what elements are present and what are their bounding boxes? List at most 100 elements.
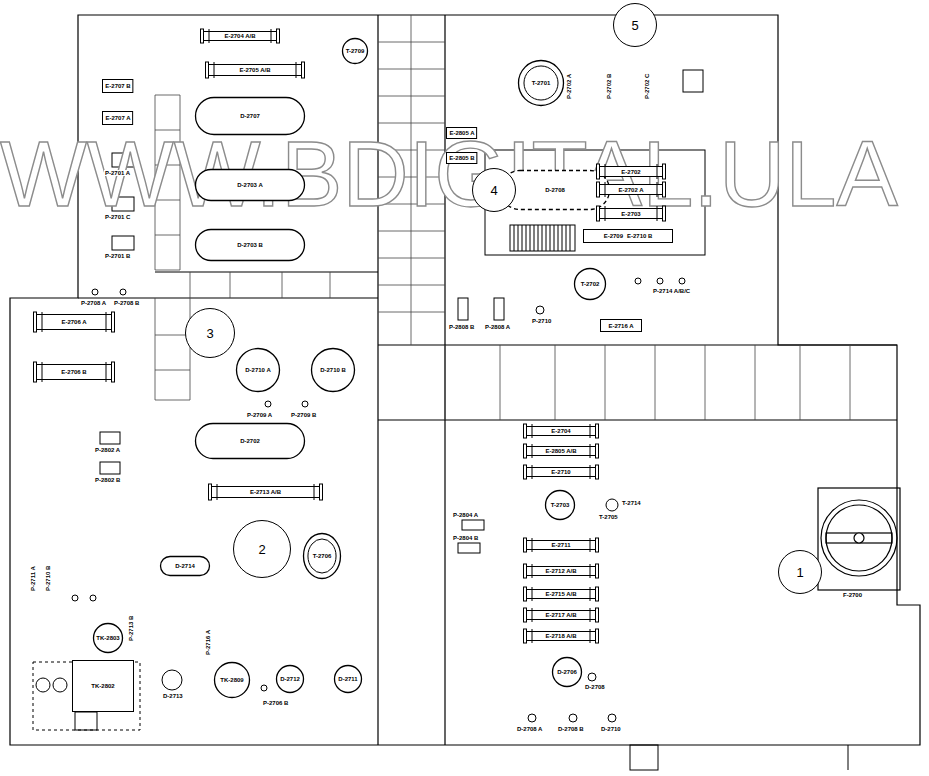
equipment-label: D-2710	[600, 726, 622, 732]
equipment-outline	[590, 629, 591, 643]
equipment-outline	[532, 564, 533, 578]
equipment-outline	[209, 484, 323, 500]
equipment-outline	[34, 362, 115, 382]
equipment-tag: E-2717 A/B	[523, 610, 599, 620]
equipment-item: E-2716 A	[600, 319, 642, 332]
equipment-tag: E-2706 A	[61, 319, 86, 325]
reactor-symbol	[826, 505, 892, 571]
equipment-tag: E-2706 B	[33, 364, 115, 380]
equipment-outline	[532, 608, 533, 622]
equipment-label: P-2709 B	[290, 412, 317, 418]
equipment-outline	[546, 491, 575, 520]
pump-symbol	[265, 401, 271, 407]
equipment-outline	[335, 666, 362, 693]
equipment-tag: E-2704 A/B	[200, 31, 280, 41]
equipment-outline	[320, 484, 323, 500]
equipment-outline	[447, 153, 477, 164]
equipment-item: D-2712	[276, 665, 304, 693]
equipment-outline	[526, 611, 596, 620]
equipment-outline	[524, 465, 527, 479]
equipment-tag: E-2718 A/B	[523, 631, 599, 641]
equipment-label: P-2804 B	[452, 535, 479, 541]
equipment-label: P-2802 B	[94, 477, 121, 483]
equipment-outline	[596, 538, 599, 552]
equipment-outline	[596, 608, 599, 622]
equipment-item: D-2711	[334, 665, 362, 693]
equipment-outline	[103, 112, 133, 125]
floor-grid	[155, 298, 190, 400]
equipment-item: E-2703	[596, 208, 666, 219]
equipment-outline	[312, 349, 355, 392]
equipment-tag: D-2707	[195, 97, 305, 135]
pump-symbol	[162, 670, 182, 690]
equipment-item: E-2705 A/B	[205, 64, 305, 76]
callout-number: 5	[631, 19, 638, 32]
equipment-label: P-2716 A	[205, 629, 211, 656]
equipment-label: F-2700	[842, 592, 863, 598]
equipment-tag: E-2710	[523, 467, 599, 477]
equipment-outline	[597, 164, 600, 179]
equipment-outline	[524, 608, 527, 622]
equipment-outline	[42, 362, 43, 382]
equipment-outline	[532, 629, 533, 643]
equipment-tag: 1	[778, 550, 822, 594]
equipment-outline	[663, 206, 666, 221]
equipment-item: E-2704	[523, 426, 599, 436]
equipment-outline	[532, 424, 533, 438]
pump-symbol	[100, 432, 120, 444]
equipment-tag: T-2702	[574, 268, 606, 300]
equipment-item: E-2710	[523, 467, 599, 477]
equipment-tag: E-2717 A/B	[545, 612, 576, 618]
equipment-item: T-2703	[545, 490, 575, 520]
equipment-tag: T-2706	[303, 533, 341, 579]
equipment-tag: E-2702	[621, 169, 640, 175]
equipment-label: P-2714 A/B/C	[652, 288, 691, 294]
equipment-tag: T-2709	[346, 48, 365, 54]
equipment-tag: E-2704 A/B	[224, 33, 255, 39]
equipment-item: D-2708	[500, 170, 610, 210]
equipment-outline	[73, 661, 134, 712]
equipment-tag: E-2705 A/B	[239, 67, 270, 73]
equipment-item: D-2710 B	[311, 348, 355, 392]
equipment-outline	[553, 658, 582, 687]
equipment-label: P-2710 B	[45, 565, 51, 592]
equipment-item: D-2707	[195, 97, 305, 135]
pump-symbol	[494, 298, 504, 320]
equipment-outline	[302, 62, 305, 78]
equipment-item: D-2703 B	[195, 229, 305, 261]
equipment-tag: D-2710 B	[320, 367, 346, 373]
equipment-outline	[196, 170, 305, 201]
equipment-item: E-2711	[523, 540, 599, 550]
equipment-tag: E-2716 A	[600, 319, 642, 332]
pump-symbol	[606, 499, 618, 511]
equipment-tag: T-2709	[342, 38, 368, 64]
equipment-label: D-2708 A	[516, 726, 543, 732]
equipment-tag: E-2712 A/B	[523, 566, 599, 576]
equipment-item: D-2714	[160, 556, 210, 576]
equipment-tag: 4	[472, 168, 516, 212]
equipment-outline	[161, 557, 210, 576]
callout-number: 2	[233, 520, 291, 578]
equipment-tag: D-2706	[552, 657, 582, 687]
equipment-outline	[203, 32, 277, 41]
equipment-outline	[214, 62, 215, 78]
equipment-outline	[524, 538, 527, 552]
equipment-tag: E-2805 B	[449, 155, 474, 161]
equipment-outline	[196, 98, 305, 135]
equipment-tag: D-2707	[240, 113, 260, 119]
equipment-outline	[501, 171, 610, 210]
pump-symbol	[100, 462, 120, 474]
pump-symbol	[657, 278, 663, 284]
equipment-outline	[94, 624, 123, 653]
equipment-outline	[234, 521, 291, 578]
equipment-label: P-2701 A	[104, 170, 131, 176]
equipment-outline	[524, 66, 558, 100]
equipment-outline	[343, 39, 368, 64]
equipment-tag: T-2706	[313, 553, 332, 559]
equipment-tag: E-2715 A/B	[545, 591, 576, 597]
equipment-outline	[596, 587, 599, 601]
equipment-outline	[584, 230, 673, 243]
pump-symbol	[458, 543, 480, 553]
equipment-outline	[526, 541, 596, 550]
equipment-outline	[447, 153, 477, 164]
